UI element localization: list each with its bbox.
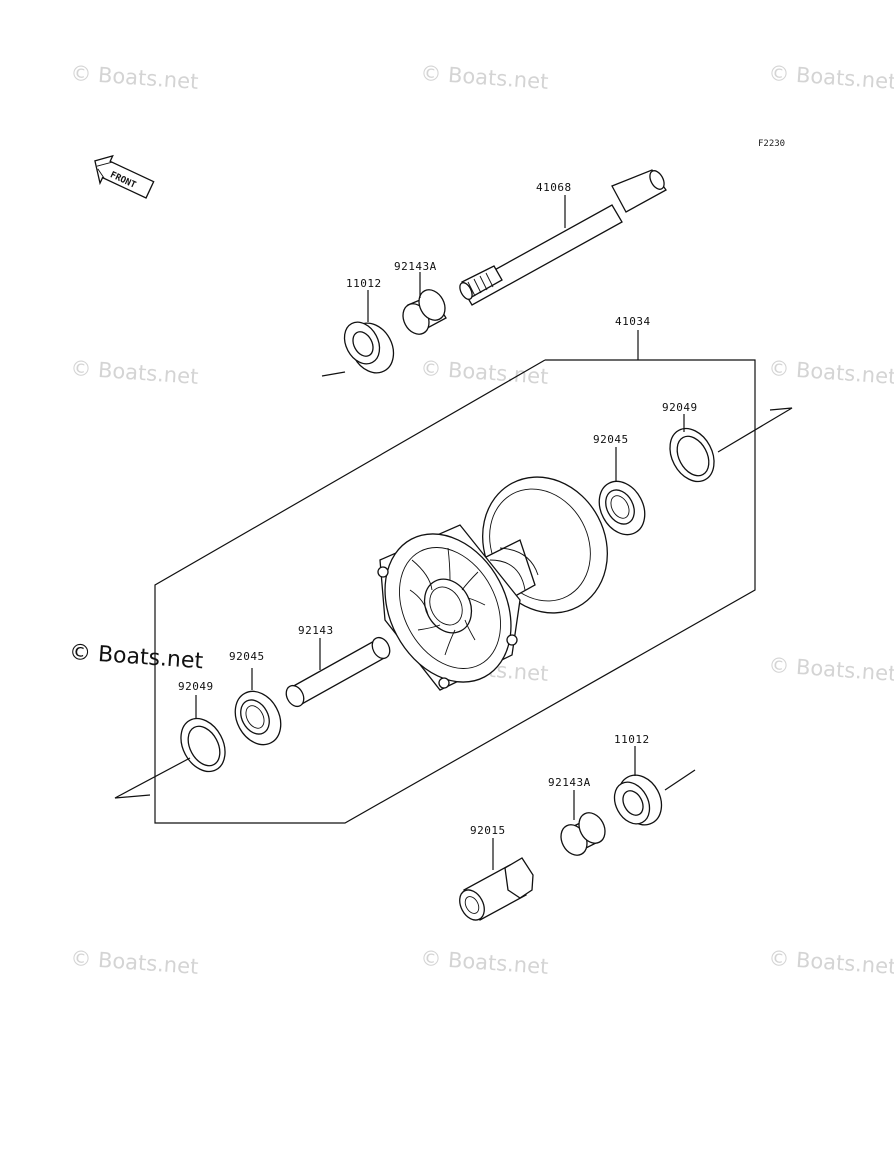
label-bearing-left: 92045: [229, 650, 265, 663]
axle-nut: [459, 838, 534, 921]
watermarks: © Boats.net © Boats.net © Boats.net © Bo…: [70, 61, 894, 979]
watermark: © Boats.net: [420, 61, 549, 94]
watermark: © Boats.net: [768, 61, 894, 94]
wheel-hub: [377, 476, 608, 691]
bearing-right: [598, 447, 646, 536]
watermark: © Boats.net: [420, 356, 549, 389]
label-bearing-right: 92045: [593, 433, 629, 446]
axle: [459, 169, 667, 306]
label-oil-seal-bottom: 11012: [614, 733, 650, 746]
watermark: © Boats.net: [70, 946, 199, 979]
collar-top: [402, 272, 447, 335]
watermark: © Boats.net: [768, 356, 894, 389]
part-labels: 41068 92143A 11012 41034 92049 92045 921…: [178, 181, 698, 837]
label-collar-top: 92143A: [394, 260, 437, 273]
spacer-tube: [285, 636, 391, 708]
watermark: © Boats.net: [768, 946, 894, 979]
figure-code: F2230: [758, 139, 785, 149]
oil-seal-left: [114, 695, 226, 799]
oil-seal-top: [321, 290, 395, 377]
collar-bottom: [560, 790, 606, 856]
hub-assembly-outline: [154, 330, 756, 824]
watermark: © Boats.net: [70, 356, 199, 389]
oil-seal-right: [669, 407, 793, 483]
watermark: © Boats.net: [420, 946, 549, 979]
watermark: © Boats.net: [768, 653, 894, 686]
label-hub: 41034: [615, 315, 651, 328]
watermark: © Boats.net: [70, 61, 199, 94]
label-collar-bottom: 92143A: [548, 776, 591, 789]
label-oil-seal-top: 11012: [346, 277, 382, 290]
oil-seal-bottom: [613, 746, 696, 826]
bearing-left: [234, 668, 282, 746]
label-axle-nut: 92015: [470, 824, 506, 837]
label-axle: 41068: [536, 181, 572, 194]
front-arrow-icon: FRONT: [94, 154, 155, 199]
label-spacer: 92143: [298, 624, 334, 637]
label-oil-seal-right: 92049: [662, 401, 698, 414]
label-oil-seal-left: 92049: [178, 680, 214, 693]
